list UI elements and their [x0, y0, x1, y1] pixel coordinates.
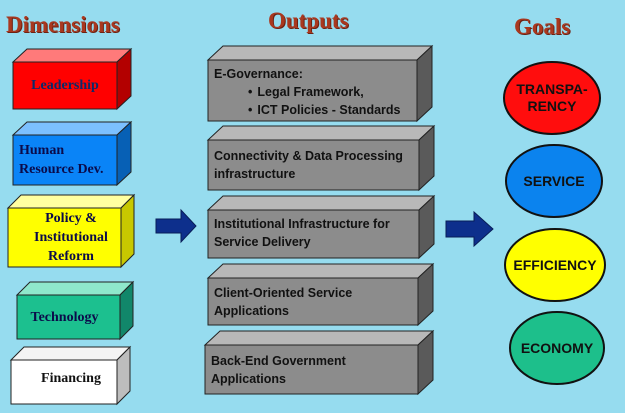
dimension-box-financing — [9, 345, 132, 406]
dimension-label-financing: Financing — [41, 370, 101, 386]
dimension-label-policy-reform: Policy & Institutional Reform — [34, 211, 108, 264]
goal-ellipse-service — [505, 144, 603, 218]
output-label-e-governance: E-Governance: Legal Framework, ICT Polic… — [214, 65, 400, 119]
goal-label-service: SERVICE — [523, 172, 585, 189]
goal-label-economy: ECONOMY — [520, 339, 594, 356]
goal-label-efficiency: EFFICIENCY — [513, 256, 597, 273]
output-box-3 — [206, 194, 436, 260]
goal-ellipse-transparency — [503, 61, 601, 135]
dimension-box-policy-reform — [6, 193, 136, 269]
goal-label-transparency: TRANSPA- RENCY — [516, 81, 588, 114]
output-label-back-end: Back-End Government Applications — [211, 354, 346, 386]
goals-heading: Goals — [514, 14, 571, 39]
output-bullet: ICT Policies - Standards — [248, 101, 400, 119]
output-title: E-Governance: — [214, 67, 303, 81]
right-arrow-icon — [155, 208, 197, 244]
output-bullet: Legal Framework, — [248, 83, 400, 101]
output-bullet-list: Legal Framework, ICT Policies - Standard… — [214, 83, 400, 119]
dimension-box-human-resource — [11, 120, 133, 187]
goal-ellipse-efficiency — [504, 228, 606, 302]
output-label-institutional: Institutional Infrastructure for Service… — [214, 217, 390, 249]
output-label-connectivity: Connectivity & Data Processing infrastru… — [214, 149, 403, 181]
output-label-client-oriented: Client-Oriented Service Applications — [214, 286, 353, 318]
dimension-label-leadership: Leadership — [31, 78, 99, 93]
output-box-4 — [206, 262, 435, 327]
dimension-label-technology: Technology — [30, 309, 99, 325]
dimensions-heading: Dimensions — [6, 12, 120, 37]
dimension-box-technology — [15, 280, 135, 341]
dimension-label-human-resource: Human Resource Dev. — [19, 143, 104, 177]
outputs-heading: Outputs — [268, 8, 349, 33]
dimension-box-leadership — [11, 47, 133, 111]
right-arrow-icon — [445, 210, 494, 248]
goal-ellipse-economy — [509, 311, 605, 385]
output-box-5 — [203, 329, 435, 396]
output-box-2 — [206, 124, 436, 192]
